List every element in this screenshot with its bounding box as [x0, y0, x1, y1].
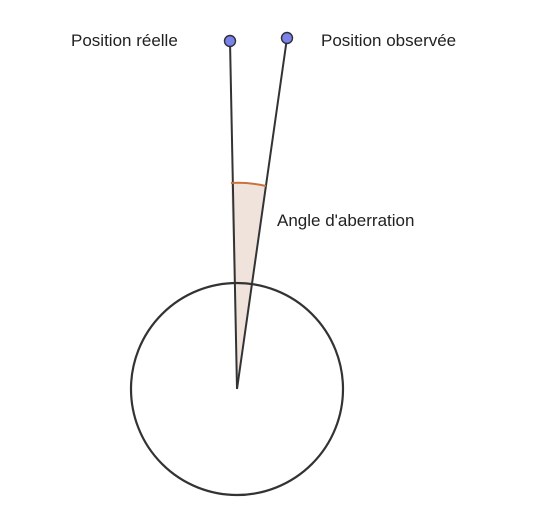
real-position-ray [229, 40, 238, 390]
observed-position-point [280, 31, 294, 45]
earth-circle [129, 281, 345, 497]
real-position-label: Position réelle [71, 31, 178, 50]
observed-position-ray [236, 37, 288, 390]
aberration-angle-label: Angle d'aberration [277, 211, 415, 230]
aberration-angle-arc [230, 181, 267, 187]
real-position-point [223, 34, 237, 48]
observed-position-label: Position observée [321, 31, 457, 50]
aberration-angle-sector [231, 183, 266, 389]
